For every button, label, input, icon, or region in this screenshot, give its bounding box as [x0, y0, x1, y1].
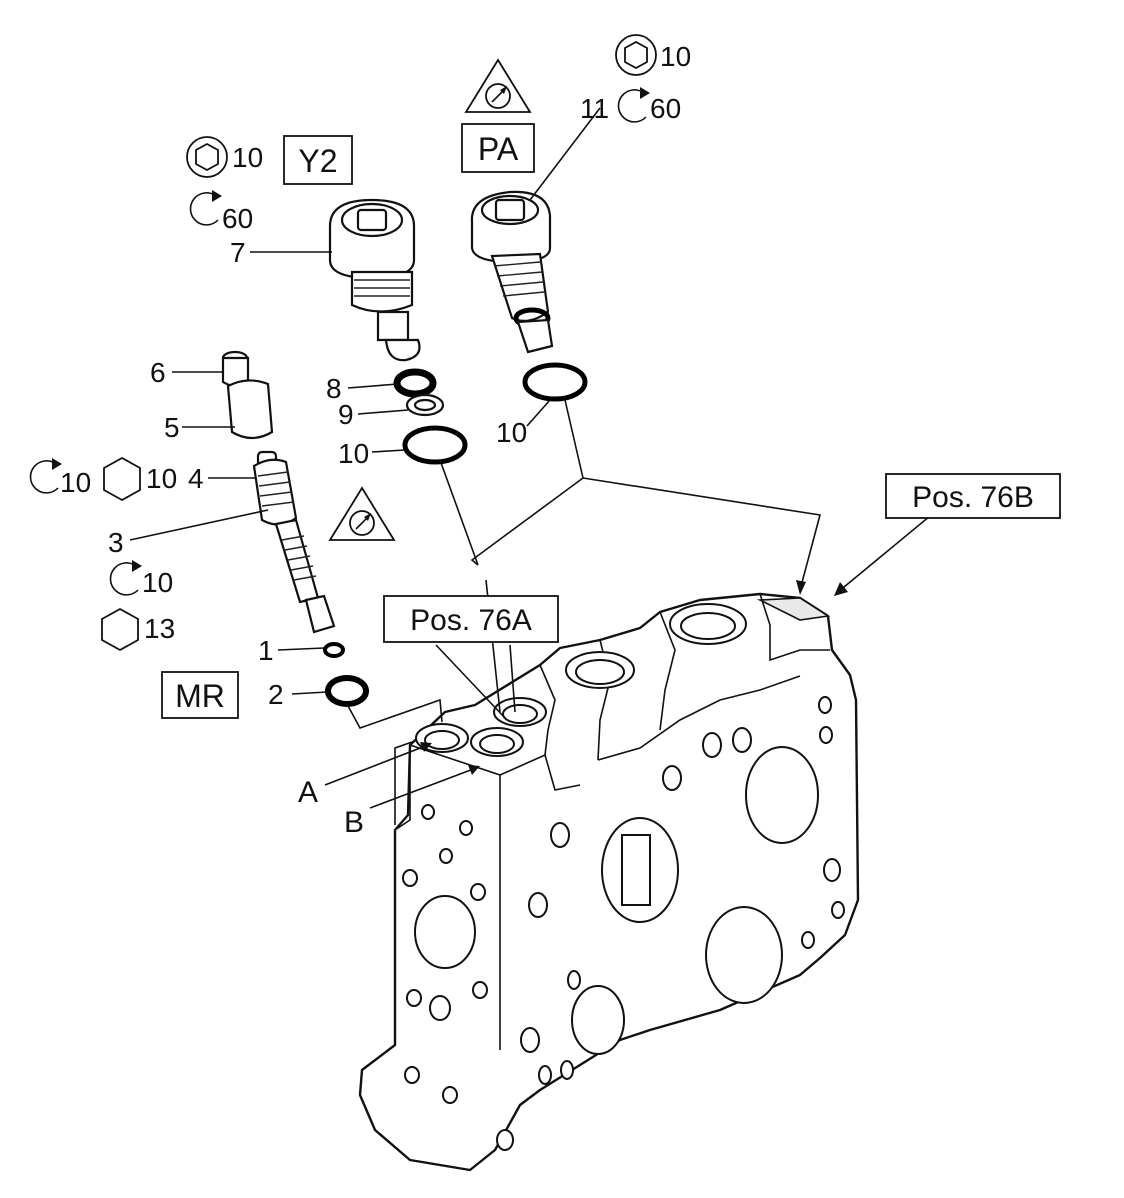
- pa-hex-size: 10: [660, 41, 691, 72]
- part-number-9: 9: [338, 399, 354, 430]
- pos76a-label: Pos. 76A: [410, 604, 532, 637]
- leader-lines: [129, 107, 931, 825]
- pa-label: PA: [478, 131, 519, 167]
- part-number-10-y2: 10: [338, 438, 369, 469]
- part3-torque-arrow-icon: [109, 560, 142, 596]
- part3-hex-size: 13: [144, 613, 175, 644]
- part4-torque-value: 10: [60, 467, 91, 498]
- valve-body: [358, 592, 860, 1172]
- part-number-10-pa: 10: [496, 417, 527, 448]
- part-8-oring: [393, 368, 437, 398]
- part4-torque-arrow-icon: [29, 458, 62, 494]
- part-4-3-cartridge: [252, 450, 336, 634]
- y2-hex-socket-icon: [186, 136, 228, 178]
- pos76b-label-box: [885, 473, 1061, 519]
- part-number-3: 3: [108, 527, 124, 558]
- part-10-oring-pa: [522, 362, 588, 402]
- part-1-oring: [323, 642, 345, 658]
- part3-torque-value: 10: [142, 567, 173, 598]
- part-number-1: 1: [258, 635, 274, 666]
- mr-warning-triangle-gauge-icon: [328, 486, 396, 541]
- part-5-sleeve: [226, 379, 274, 440]
- part-10-oring-y2: [402, 425, 468, 465]
- part-number-7: 7: [230, 237, 246, 268]
- part-number-8: 8: [326, 373, 342, 404]
- y2-label-box: [283, 135, 353, 185]
- part-number-11: 11: [580, 93, 609, 124]
- part-number-5: 5: [164, 412, 180, 443]
- port-b-label: B: [344, 806, 364, 839]
- mr-label-box: [161, 671, 239, 719]
- part3-hex-nut-icon: [101, 607, 139, 652]
- port-a-label: A: [298, 776, 318, 809]
- pos76a-label-box: [383, 595, 559, 643]
- pos76b-label: Pos. 76B: [912, 481, 1034, 514]
- part4-hex-size: 10: [146, 463, 177, 494]
- y2-hex-size: 10: [232, 142, 263, 173]
- y2-label: Y2: [298, 143, 337, 179]
- part-number-6: 6: [150, 357, 166, 388]
- pa-hex-socket-icon: [615, 34, 657, 76]
- mr-label: MR: [175, 678, 225, 714]
- part-number-2: 2: [268, 679, 284, 710]
- part-11-valve: [470, 190, 554, 354]
- part-number-4: 4: [188, 463, 204, 494]
- y2-torque-value: 60: [222, 203, 253, 234]
- part-7-plug: [328, 198, 421, 362]
- pa-label-box: [461, 123, 535, 173]
- pa-torque-value: 60: [650, 93, 681, 124]
- part4-hex-nut-icon: [103, 456, 141, 502]
- pa-torque-arrow-icon: [617, 87, 650, 123]
- y2-torque-arrow-icon: [189, 190, 222, 226]
- part-2-oring: [325, 675, 369, 707]
- part-9-washer: [405, 393, 445, 417]
- pa-warning-triangle-gauge-icon: [464, 58, 532, 113]
